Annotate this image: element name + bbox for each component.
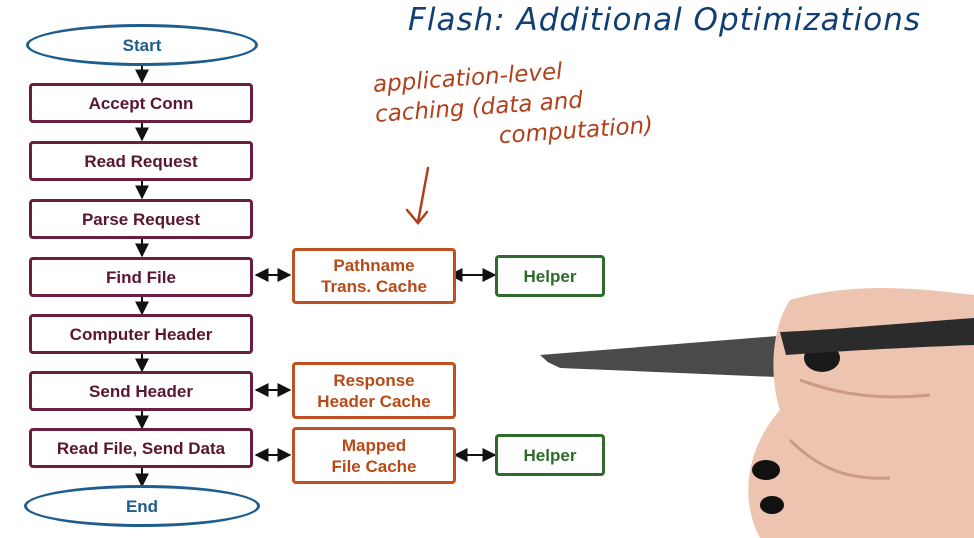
cache-label-line-2: File Cache [331, 456, 417, 476]
start-oval: Start [26, 24, 258, 66]
step-read-file-send-data: Read File, Send Data [29, 428, 253, 468]
step-label: Find File [106, 267, 176, 287]
step-read-request: Read Request [29, 141, 253, 181]
cache-label-line-2: Trans. Cache [321, 277, 427, 296]
step-label: Parse Request [81, 209, 201, 229]
step-label: Send Header [89, 381, 193, 401]
cache-label-line-2: Header Cache [317, 391, 431, 411]
cache-label-line-1: Pathname [333, 256, 415, 275]
annotation-arrow [405, 166, 430, 225]
end-label: End [125, 496, 159, 516]
step-parse-request: Parse Request [29, 199, 253, 239]
step-label: Read Request [84, 151, 198, 171]
step-label: Accept Conn [88, 93, 194, 113]
end-oval: End [24, 485, 260, 527]
step-find-file: Find File [29, 257, 253, 297]
step-send-header: Send Header [29, 371, 253, 411]
hand-with-pen-illustration [540, 288, 974, 538]
step-computer-header: Computer Header [29, 314, 253, 354]
step-label: Computer Header [69, 324, 213, 344]
pathname-trans-cache: Pathname Trans. Cache [292, 248, 456, 304]
mapped-file-cache: Mapped File Cache [292, 427, 456, 484]
step-label: Read File, Send Data [56, 438, 226, 458]
cache-label-line-1: Mapped [341, 435, 407, 455]
helper-mapped-file: Helper [495, 434, 605, 476]
cache-label-line-1: Response [333, 370, 415, 390]
cache-arrows [254, 268, 497, 462]
helper-pathname: Helper [495, 255, 605, 297]
diagram-title: Flash: Additional Optimizations [408, 2, 922, 38]
helper-label: Helper [523, 445, 577, 465]
response-header-cache: Response Header Cache [292, 362, 456, 419]
start-label: Start [122, 35, 162, 55]
helper-label: Helper [523, 266, 577, 286]
step-accept-conn: Accept Conn [29, 83, 253, 123]
